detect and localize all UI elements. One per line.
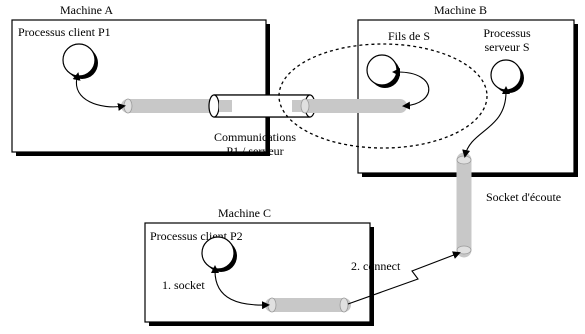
comm-label-line1: Communications <box>214 130 296 144</box>
connect-lightning-arrow <box>347 251 461 305</box>
machine-c-title: Machine C <box>218 206 271 220</box>
comm-tube-left-end <box>208 94 220 118</box>
p1-socket-end <box>123 98 133 114</box>
child-socket-arrow <box>392 68 430 110</box>
connect-label: 2. connect <box>351 259 401 273</box>
p1-socket-arrow <box>72 72 126 111</box>
step1-socket-label: 1. socket <box>162 278 205 292</box>
child-s-node <box>366 54 398 86</box>
machine-a-title: Machine A <box>60 3 113 17</box>
p2-socket-arrow <box>211 265 270 310</box>
server-s-label-line1: Processus <box>483 26 531 40</box>
process-p2-node <box>201 236 235 270</box>
server-listen-arrow <box>462 86 510 158</box>
child-s-label: Fils de S <box>388 29 430 43</box>
server-s-node <box>490 59 522 91</box>
comm-label-line2: P1 / serveur <box>226 144 283 158</box>
machine-b-title: Machine B <box>434 3 487 17</box>
listen-socket-label: Socket d'écoute <box>486 190 561 204</box>
machine-a-box <box>11 19 267 153</box>
server-s-label-line2: serveur S <box>485 40 530 54</box>
process-p1-label: Processus client P1 <box>18 25 111 39</box>
process-p1-node <box>62 43 96 77</box>
